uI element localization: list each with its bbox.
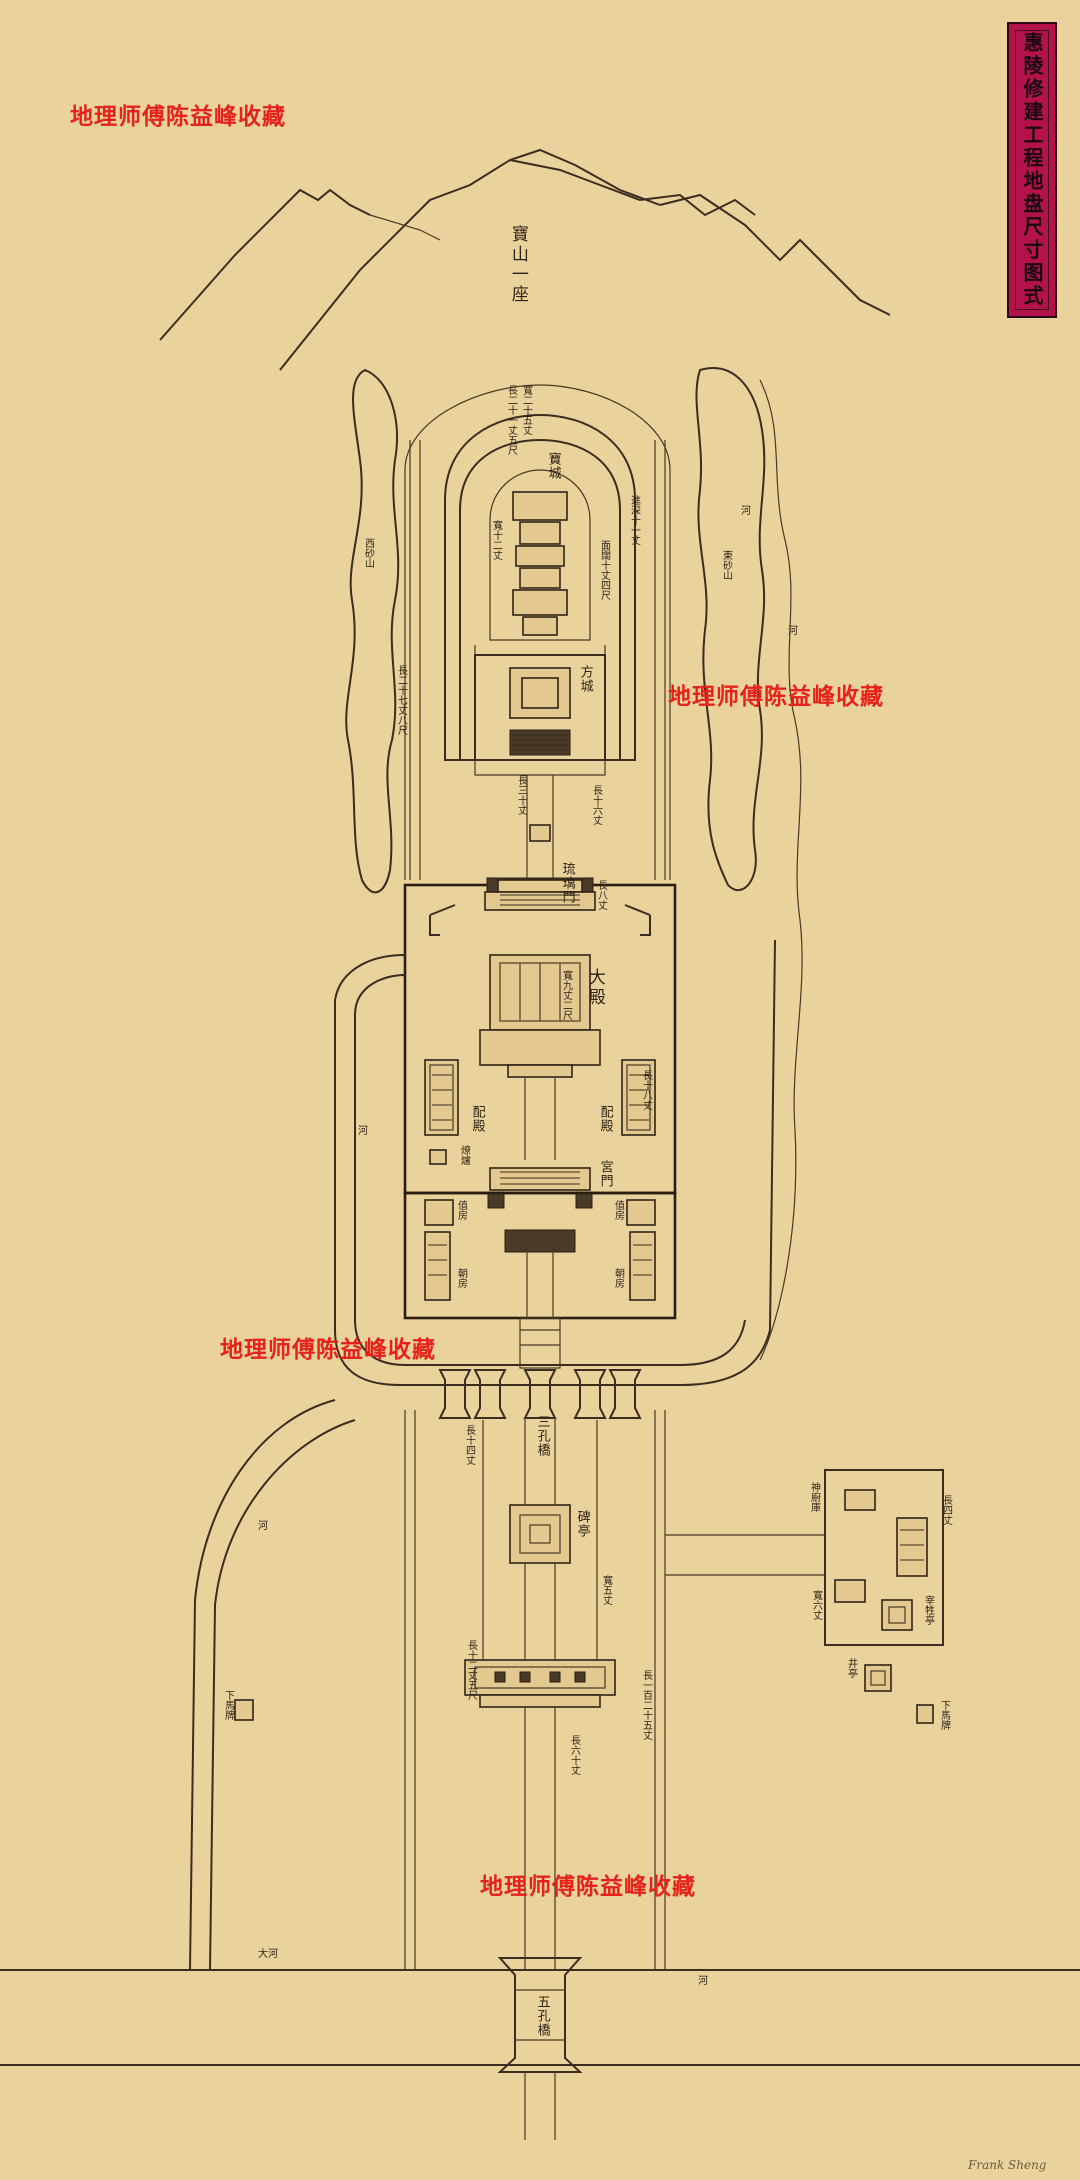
dimension-h: 長二十七丈八尺 <box>395 665 407 735</box>
sand-hills <box>345 367 803 1361</box>
watermark-middle: 地理师傅陈益峰收藏 <box>220 1337 436 1363</box>
watermark-top: 地理师傅陈益峰收藏 <box>70 104 286 130</box>
label-he-lower-east: 河 <box>695 1975 707 1985</box>
label-jingting: 井亭 <box>845 1658 857 1678</box>
title-tag-border <box>1015 30 1049 310</box>
dimension-f: 長十六丈 <box>590 785 602 825</box>
dimension-d: 面闊十丈四尺 <box>598 540 610 600</box>
front-courtyard <box>403 1191 677 1320</box>
label-shenkufang: 神廚庫 <box>808 1482 820 1512</box>
west-river <box>189 1399 356 1971</box>
dimension-p: 長四丈 <box>940 1495 952 1525</box>
label-beiting: 碑亭 <box>574 1510 590 1538</box>
dimension-i: 長八丈 <box>595 880 607 910</box>
east-compound <box>665 1469 944 1724</box>
fangcheng <box>474 654 606 776</box>
great-river <box>0 1969 1080 2066</box>
dimension-c: 進深十一丈 <box>628 495 640 545</box>
label-zhifang-west: 值房 <box>455 1200 467 1220</box>
watermark-right: 地理师傅陈益峰收藏 <box>668 684 884 710</box>
label-dahe: 大河 <box>258 1949 278 1960</box>
label-mountain: 寶山一座 <box>507 225 528 305</box>
label-liulimen: 琉璃門 <box>559 862 575 904</box>
dimension-o: 長十二丈五尺 <box>465 1640 477 1700</box>
front-gate-hall <box>464 1659 616 1708</box>
title-tag: 惠陵修建工程地盘尺寸图式 <box>1007 22 1057 318</box>
inner-approach <box>526 775 554 880</box>
watermark-bottom: 地理师傅陈益峰收藏 <box>480 1874 696 1900</box>
label-zaisheng: 宰牲亭 <box>922 1595 934 1625</box>
label-zhifang-east: 值房 <box>612 1200 624 1220</box>
dimension-q: 寬六丈 <box>810 1590 822 1620</box>
map-title: 惠陵修建工程地盘尺寸图式 <box>1020 32 1044 308</box>
river-loop <box>334 939 776 1386</box>
label-xiama-west: 下馬牌 <box>222 1690 234 1720</box>
label-xiama-east: 下馬牌 <box>938 1700 950 1730</box>
mountain-range <box>159 148 891 371</box>
label-dong-shan: 東砂山 <box>720 550 732 580</box>
label-peidian-east: 配殿 <box>597 1105 613 1133</box>
label-he-east: 河 <box>785 625 797 635</box>
wukong-bridge <box>497 1957 583 2140</box>
label-he-west-lower: 河 <box>255 1520 267 1530</box>
dimension-m: 長十四丈 <box>463 1425 475 1465</box>
dimension-k: 長一百二十五丈 <box>640 1670 652 1740</box>
label-dadian: 大殿 <box>584 968 605 1008</box>
label-fangcheng: 方城 <box>577 665 593 693</box>
label-xi-shan: 西砂山 <box>362 538 374 568</box>
dimension-a: 寬二十五丈 <box>520 385 532 435</box>
dimension-n: 寬五丈 <box>600 1575 612 1605</box>
label-sankongqiao: 三孔橋 <box>534 1415 550 1457</box>
dimension-b: 長二十一丈五尺 <box>505 385 517 455</box>
label-peidian-west: 配殿 <box>469 1105 485 1133</box>
dimension-g: 長三十丈 <box>515 775 527 815</box>
label-he-upper-east: 河 <box>738 505 750 515</box>
signature: Frank Sheng <box>968 2158 1047 2172</box>
stele-pavilion <box>509 1504 571 1564</box>
axis-walls <box>404 384 671 880</box>
dimension-r: 長十八丈 <box>640 1070 652 1110</box>
label-wukongqiao: 五孔橋 <box>534 1995 550 2037</box>
label-gongmen: 宮門 <box>597 1160 613 1188</box>
label-chaofang-west: 朝房 <box>455 1268 467 1288</box>
label-baocheng: 寶城 <box>545 452 561 480</box>
label-chaofang-east: 朝房 <box>612 1268 624 1288</box>
dimension-e: 寬十二丈 <box>490 520 502 560</box>
dimension-j: 寬九丈二尺 <box>560 970 572 1020</box>
label-he-west-mid: 河 <box>355 1125 367 1135</box>
dimension-l: 長六十丈 <box>568 1735 580 1775</box>
longen-enclosure <box>403 877 677 1209</box>
sankong-bridge <box>438 1317 642 1419</box>
label-yanzhu: 燎爐 <box>458 1145 470 1165</box>
